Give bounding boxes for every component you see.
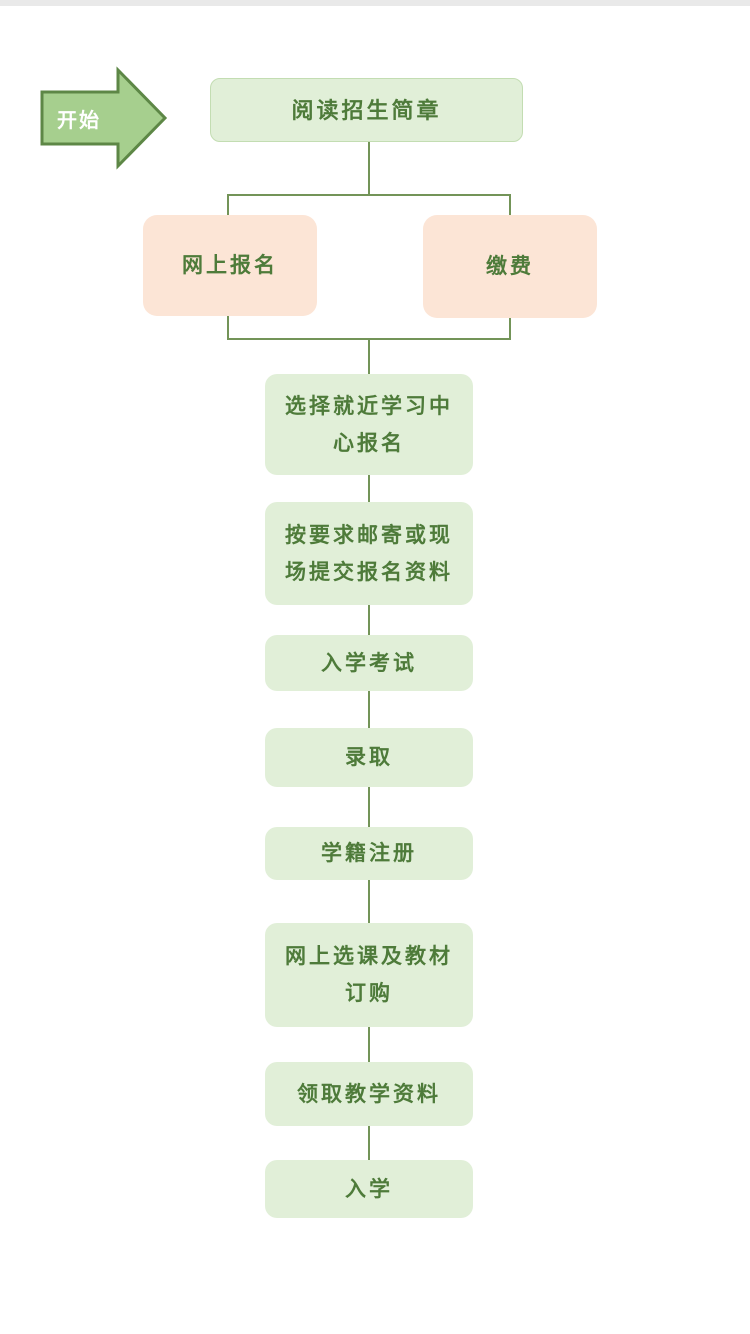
flow-node-receive-teaching-materials: 领取教学资料 (265, 1062, 473, 1126)
connector-line (368, 142, 370, 196)
connector-line (368, 475, 370, 503)
flow-node-entrance-exam: 入学考试 (265, 635, 473, 691)
flow-node-online-registration: 网上报名 (143, 215, 317, 316)
flow-node-student-status-registration: 学籍注册 (265, 827, 473, 880)
flow-node-choose-learning-center: 选择就近学习中心报名 (265, 374, 473, 475)
flow-node-admission: 录取 (265, 728, 473, 787)
flow-node-submit-application-materials: 按要求邮寄或现场提交报名资料 (265, 502, 473, 605)
start-label: 开始 (57, 109, 101, 132)
right-arrow-icon (40, 66, 168, 170)
flow-node-course-selection-textbook-order: 网上选课及教材订购 (265, 923, 473, 1027)
connector-line (368, 338, 370, 375)
connector-line (509, 316, 511, 340)
connector-line (368, 1125, 370, 1161)
flow-node-pay-fee: 缴费 (423, 215, 597, 318)
flow-node-read-admission-guide: 阅读招生简章 (210, 78, 523, 142)
connector-line (368, 786, 370, 828)
connector-line (368, 1026, 370, 1063)
connector-line (227, 314, 229, 340)
connector-line (368, 604, 370, 636)
flow-node-enrollment: 入学 (265, 1160, 473, 1218)
start-arrow: 开始 (40, 66, 168, 170)
connector-line (509, 194, 511, 216)
connector-line (227, 194, 511, 196)
connector-line (368, 690, 370, 729)
connector-line (368, 879, 370, 924)
connector-line (227, 194, 229, 216)
status-bar (0, 0, 750, 6)
